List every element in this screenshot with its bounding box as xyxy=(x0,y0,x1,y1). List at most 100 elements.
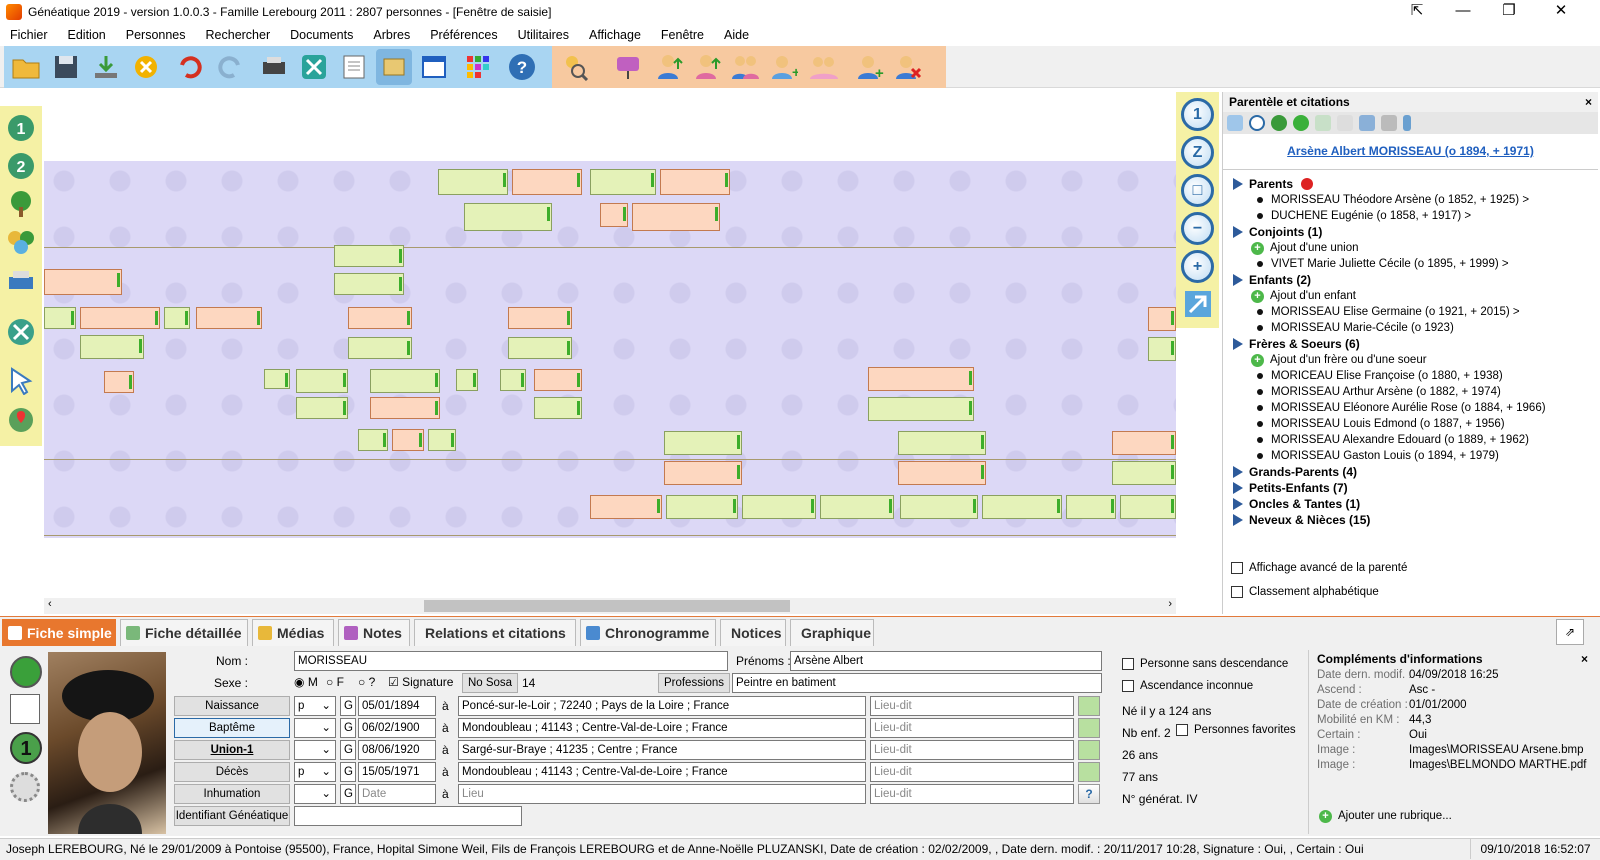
advanced-display-option[interactable]: Affichage avancé de la parenté xyxy=(1231,562,1407,574)
tree-node[interactable] xyxy=(104,371,134,393)
sex-unknown-radio[interactable]: ○ ? xyxy=(358,675,376,689)
tree-horizontal-scrollbar[interactable]: ‹ › xyxy=(44,598,1176,614)
menu-personnes[interactable]: Personnes xyxy=(125,28,186,42)
tree-node[interactable] xyxy=(348,337,412,359)
tree-node[interactable] xyxy=(196,307,262,329)
help-icon[interactable]: ? xyxy=(504,49,540,85)
professions-button[interactable]: Professions xyxy=(658,673,730,693)
inhumation-lieu[interactable]: Lieu xyxy=(458,784,866,804)
tab-graphique[interactable]: Graphique xyxy=(790,619,874,647)
tree-node[interactable] xyxy=(534,397,582,419)
tree-node[interactable] xyxy=(1148,307,1176,331)
zoom-1-icon[interactable]: 1 xyxy=(1181,98,1214,131)
tree-icon[interactable] xyxy=(5,188,37,220)
list-item[interactable]: MORISSEAU Eléonore Aurélie Rose (o 1884,… xyxy=(1227,400,1594,416)
tree-node[interactable] xyxy=(664,461,742,485)
tree-node[interactable] xyxy=(508,307,572,329)
tree-node[interactable] xyxy=(1148,337,1176,361)
zoom-page-icon[interactable]: □ xyxy=(1181,174,1214,207)
bapteme-lieu[interactable]: Mondoubleau ; 41143 ; Centre-Val-de-Loir… xyxy=(458,718,866,738)
deces-date[interactable]: 15/05/1971 xyxy=(358,762,436,782)
complements-close-icon[interactable]: × xyxy=(1580,652,1588,666)
bapteme-edit-icon[interactable] xyxy=(1078,718,1100,738)
tree-node[interactable] xyxy=(1112,431,1176,455)
tree-node[interactable] xyxy=(664,431,742,455)
maximize-button[interactable]: ❐ xyxy=(1502,2,1516,19)
add-child-link[interactable]: +Ajout d'un enfant xyxy=(1227,288,1594,304)
sex-female-radio[interactable]: ○ F xyxy=(326,675,344,689)
naissance-lieu[interactable]: Poncé-sur-le-Loir ; 72240 ; Pays de la L… xyxy=(458,696,866,716)
union-g[interactable]: G xyxy=(340,740,356,760)
section-freres-soeurs[interactable]: Frères & Soeurs (6) xyxy=(1227,336,1594,352)
search-icon[interactable] xyxy=(1249,115,1265,131)
list-item[interactable]: MORISSEAU Arthur Arsène (o 1882, + 1974) xyxy=(1227,384,1594,400)
tree-node[interactable] xyxy=(264,369,290,389)
bapteme-g[interactable]: G xyxy=(340,718,356,738)
calendar-icon[interactable] xyxy=(1359,115,1375,131)
deces-edit-icon[interactable] xyxy=(1078,762,1100,782)
union-date[interactable]: 08/06/1920 xyxy=(358,740,436,760)
inhumation-lieudit[interactable]: Lieu-dit xyxy=(870,784,1074,804)
union-button[interactable]: Union-1 xyxy=(174,740,290,760)
menu-affichage[interactable]: Affichage xyxy=(589,28,641,42)
deces-lieudit[interactable]: Lieu-dit xyxy=(870,762,1074,782)
tree-node[interactable] xyxy=(392,429,424,451)
info-row[interactable]: Image :Images\MORISSEAU Arsene.bmp xyxy=(1317,744,1584,756)
forest-icon[interactable] xyxy=(5,226,37,258)
bapteme-lieudit[interactable]: Lieu-dit xyxy=(870,718,1074,738)
tab-notices[interactable]: Notices xyxy=(720,619,786,647)
ascendance-inconnue-checkbox[interactable]: Ascendance inconnue xyxy=(1122,680,1253,692)
deces-g[interactable]: G xyxy=(340,762,356,782)
inhumation-g[interactable]: G xyxy=(340,784,356,804)
section-neveux-nieces[interactable]: Neveux & Nièces (15) xyxy=(1227,512,1594,528)
inhumation-date[interactable]: Date xyxy=(358,784,436,804)
document-icon[interactable] xyxy=(336,49,372,85)
zoom-out-icon[interactable]: − xyxy=(1181,212,1214,245)
settings-gear-icon[interactable] xyxy=(10,772,40,802)
menu-aide[interactable]: Aide xyxy=(724,28,750,42)
tools-icon[interactable] xyxy=(296,49,332,85)
naissance-lieudit[interactable]: Lieu-dit xyxy=(870,696,1074,716)
tree-node[interactable] xyxy=(500,369,526,391)
tab-fiche-detaillee[interactable]: Fiche détaillée xyxy=(120,619,248,647)
validate-check-icon[interactable] xyxy=(10,656,42,688)
window-icon[interactable] xyxy=(416,49,452,85)
undo-icon[interactable] xyxy=(172,49,208,85)
grid-icon[interactable] xyxy=(460,49,496,85)
list-item[interactable]: MORISSEAU Louis Edmond (o 1887, + 1956) xyxy=(1227,416,1594,432)
add-sibling-icon[interactable] xyxy=(806,49,842,85)
tree-node[interactable] xyxy=(742,495,816,519)
info-row[interactable]: Image :Images\BELMONDO MARTHE.pdf xyxy=(1317,759,1587,771)
map-location-icon[interactable] xyxy=(5,404,37,436)
tree-node[interactable] xyxy=(464,203,552,231)
add-union-link[interactable]: +Ajout d'une union xyxy=(1227,240,1594,256)
naissance-date[interactable]: 05/01/1894 xyxy=(358,696,436,716)
tree-node[interactable] xyxy=(456,369,478,391)
tree-node[interactable] xyxy=(590,169,656,195)
list-item[interactable]: VIVET Marie Juliette Cécile (o 1895, + 1… xyxy=(1227,256,1594,272)
cancel-icon[interactable] xyxy=(128,49,164,85)
open-folder-icon[interactable] xyxy=(8,49,44,85)
father-icon[interactable] xyxy=(652,49,688,85)
menu-fichier[interactable]: Fichier xyxy=(10,28,48,42)
naissance-edit-icon[interactable] xyxy=(1078,696,1100,716)
tree-node[interactable] xyxy=(534,369,582,391)
alphabetical-option[interactable]: Classement alphabétique xyxy=(1231,586,1379,598)
section-petits-enfants[interactable]: Petits-Enfants (7) xyxy=(1227,480,1594,496)
tree-node[interactable] xyxy=(1066,495,1116,519)
tree-node[interactable] xyxy=(508,337,572,359)
delete-person-icon[interactable] xyxy=(890,49,926,85)
scroll-left-icon[interactable]: ‹ xyxy=(48,598,52,610)
section-parents[interactable]: Parents xyxy=(1227,176,1594,192)
deces-lieu[interactable]: Mondoubleau ; 41143 ; Centre-Val-de-Loir… xyxy=(458,762,866,782)
bapteme-date[interactable]: 06/02/1900 xyxy=(358,718,436,738)
signature-checkbox[interactable]: ☑ Signature xyxy=(388,675,454,689)
tree-node[interactable] xyxy=(334,245,404,267)
tree-node[interactable] xyxy=(898,461,986,485)
close-button[interactable]: ✕ xyxy=(1554,2,1568,19)
popout-icon[interactable]: ⇗ xyxy=(1556,619,1584,645)
tree-node[interactable] xyxy=(632,203,720,231)
inhumation-qualifier[interactable]: ⌄ xyxy=(294,784,336,804)
scroll-thumb[interactable] xyxy=(424,600,790,612)
list-item[interactable]: MORISSEAU Théodore Arsène (o 1852, + 192… xyxy=(1227,192,1594,208)
